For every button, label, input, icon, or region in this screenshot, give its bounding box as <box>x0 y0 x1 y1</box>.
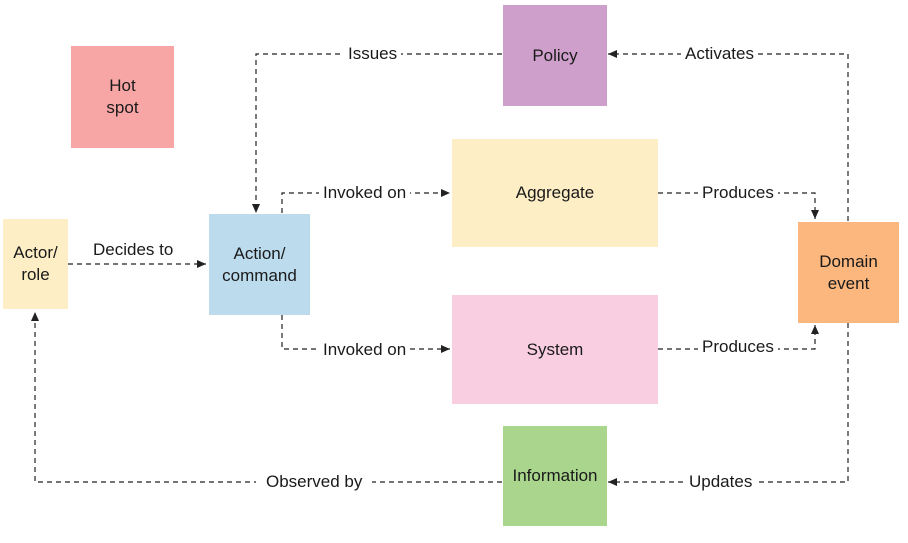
policy-label: Policy <box>532 45 578 65</box>
system-label: System <box>526 339 584 359</box>
command-note: Action/ command <box>209 214 310 315</box>
actor-label: Actor/ role <box>13 243 58 284</box>
domain-event-note: Domain event <box>798 222 899 323</box>
edge-label-issues: Issues <box>344 44 402 64</box>
edge-produces-system <box>658 325 819 350</box>
edge-issues <box>252 53 502 213</box>
edge-invoked-on-aggregate <box>281 189 450 213</box>
edge-label-invoked-on-system: Invoked on <box>319 340 411 360</box>
edge-label-activates: Activates <box>681 44 758 64</box>
hotspot-label: Hot spot <box>106 76 139 117</box>
actor-note: Actor/ role <box>3 219 68 309</box>
information-label: Information <box>512 466 598 485</box>
edge-produces-aggregate <box>658 192 819 219</box>
edge-label-produces-system: Produces <box>698 337 778 357</box>
edge-label-produces-aggregate: Produces <box>698 183 778 203</box>
command-label: Action/ command <box>222 243 297 285</box>
edge-label-invoked-on-aggregate: Invoked on <box>319 183 411 203</box>
edge-label-updates: Updates <box>685 472 757 492</box>
aggregate-note: Aggregate <box>452 139 658 247</box>
edge-label-observed-by: Observed by <box>256 472 373 492</box>
edge-observed-by <box>31 312 502 483</box>
edge-label-decides-to: Decides to <box>93 240 174 259</box>
domain-event-label: Domain event <box>819 251 878 293</box>
aggregate-label: Aggregate <box>515 183 595 202</box>
policy-note: Policy <box>503 5 607 106</box>
system-note: System <box>452 295 658 404</box>
hotspot-note: Hot spot <box>71 46 174 148</box>
information-note: Information <box>503 426 607 526</box>
